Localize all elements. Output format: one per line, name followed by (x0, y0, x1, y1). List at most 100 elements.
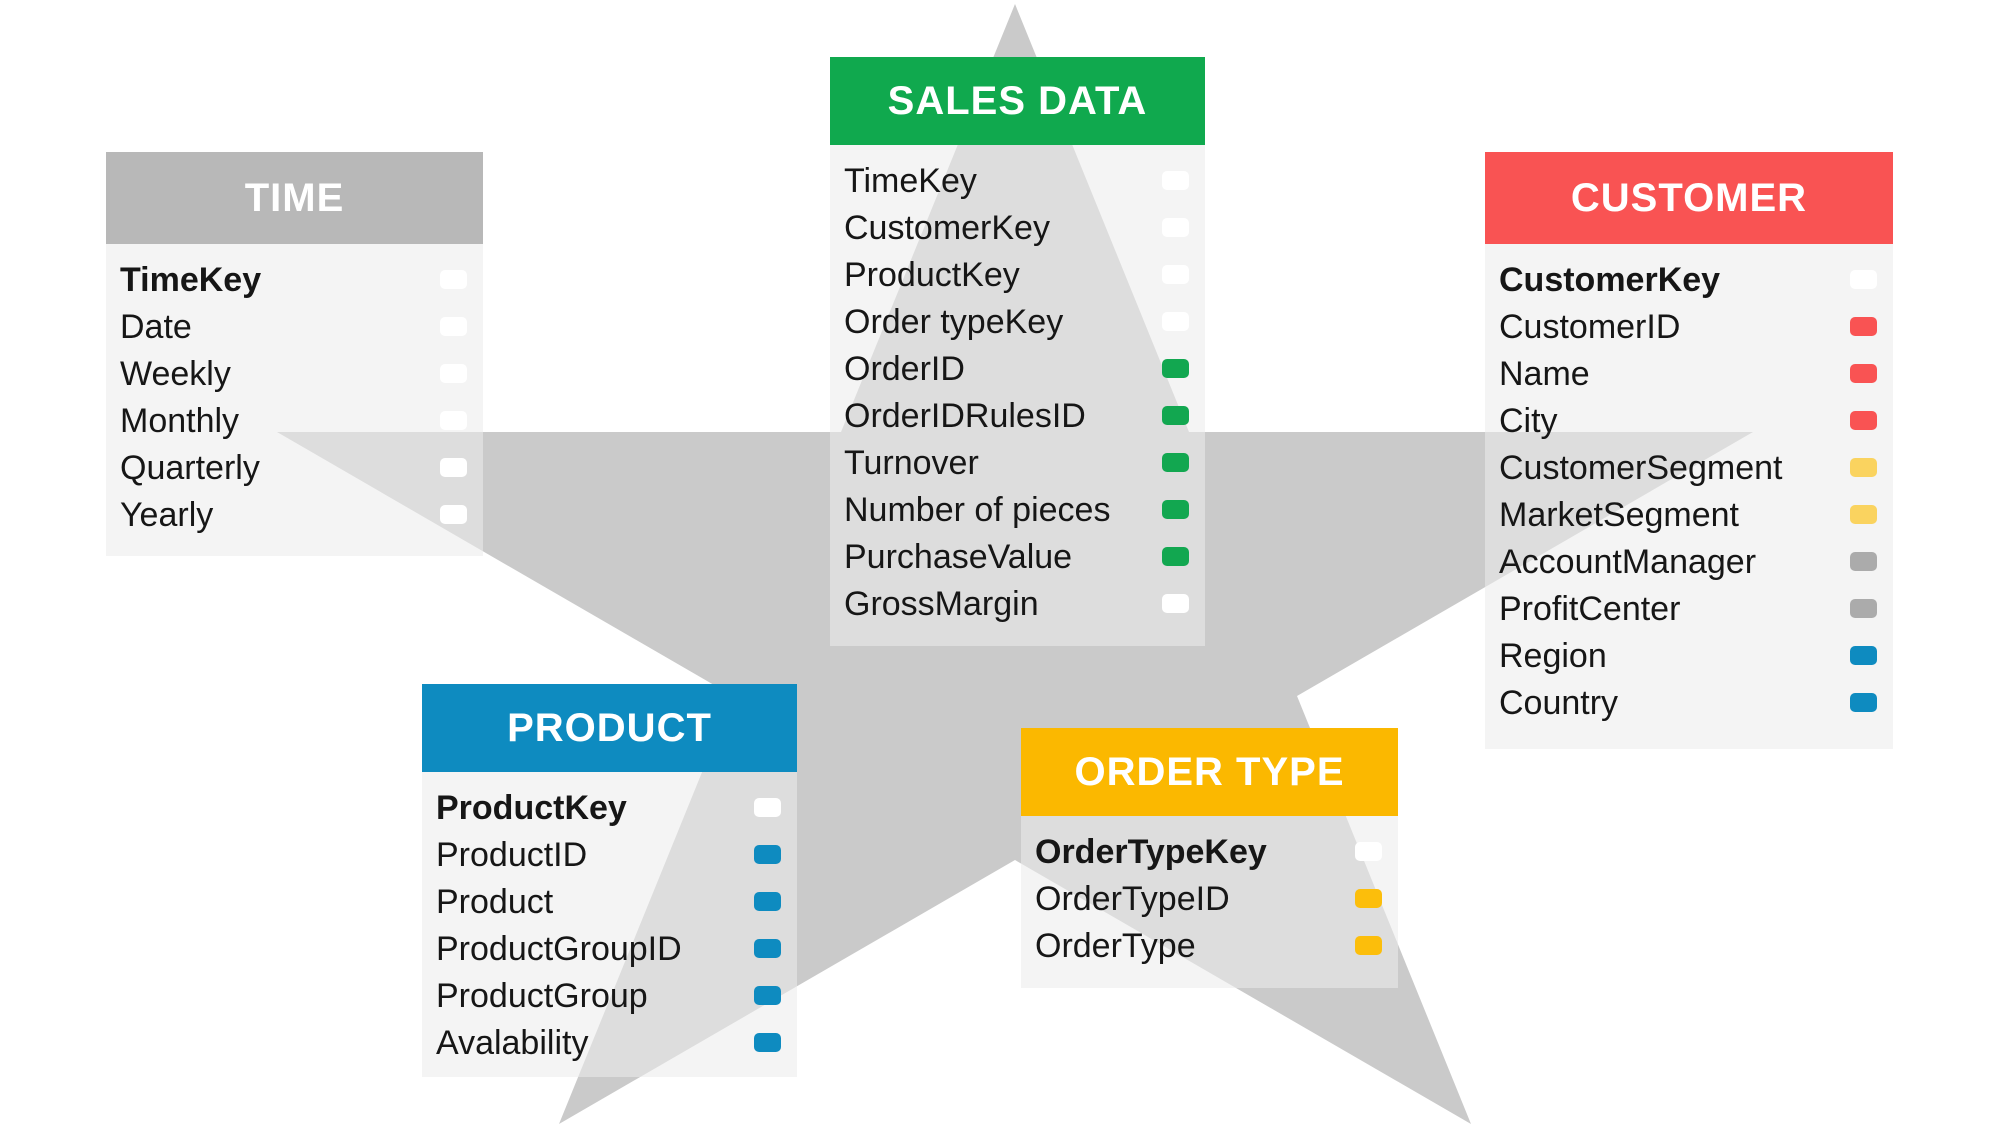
field-type-marker (1850, 270, 1877, 289)
field-type-marker (1162, 265, 1189, 284)
field-name: Order typeKey (844, 302, 1064, 341)
field-row: Turnover (830, 439, 1205, 486)
field-row: Weekly (106, 350, 483, 397)
field-type-marker (1355, 842, 1382, 861)
table-time-title: TIME (106, 152, 483, 244)
field-name: GrossMargin (844, 584, 1039, 623)
field-type-marker (1162, 218, 1189, 237)
field-type-marker (1850, 411, 1877, 430)
field-row: GrossMargin (830, 580, 1205, 627)
field-type-marker (1850, 552, 1877, 571)
field-row: Avalability (422, 1019, 797, 1066)
field-row: OrderType (1021, 922, 1398, 969)
field-name: OrderType (1035, 926, 1196, 965)
field-row: Number of pieces (830, 486, 1205, 533)
table-product-title: PRODUCT (422, 684, 797, 772)
field-row: OrderID (830, 345, 1205, 392)
field-name: TimeKey (120, 260, 262, 299)
field-name: ProductID (436, 835, 588, 874)
field-row: OrderTypeKey (1021, 828, 1398, 875)
field-row: Country (1485, 679, 1893, 726)
field-type-marker (1162, 359, 1189, 378)
field-name: ProductKey (436, 788, 627, 827)
field-row: MarketSegment (1485, 491, 1893, 538)
field-type-marker (440, 270, 467, 289)
field-name: ProductKey (844, 255, 1020, 294)
field-row: ProfitCenter (1485, 585, 1893, 632)
table-order-type-title: ORDER TYPE (1021, 728, 1398, 816)
field-name: Number of pieces (844, 490, 1111, 529)
field-type-marker (1850, 505, 1877, 524)
field-type-marker (1850, 364, 1877, 383)
field-name: Name (1499, 354, 1590, 393)
field-row: CustomerSegment (1485, 444, 1893, 491)
field-name: AccountManager (1499, 542, 1757, 581)
field-name: ProductGroupID (436, 929, 682, 968)
field-name: Product (436, 882, 554, 921)
field-type-marker (1162, 453, 1189, 472)
field-row: Date (106, 303, 483, 350)
field-type-marker (754, 986, 781, 1005)
field-row: OrderTypeID (1021, 875, 1398, 922)
field-type-marker (1355, 889, 1382, 908)
field-row: TimeKey (106, 256, 483, 303)
field-name: ProfitCenter (1499, 589, 1681, 628)
field-name: OrderID (844, 349, 965, 388)
field-name: CustomerKey (844, 208, 1050, 247)
field-name: OrderTypeID (1035, 879, 1230, 918)
field-row: ProductGroup (422, 972, 797, 1019)
field-type-marker (1850, 458, 1877, 477)
field-name: Region (1499, 636, 1607, 675)
table-sales-data-title: SALES DATA (830, 57, 1205, 145)
field-type-marker (440, 505, 467, 524)
field-row: ProductKey (422, 784, 797, 831)
field-type-marker (1162, 171, 1189, 190)
field-name: Avalability (436, 1023, 589, 1062)
field-type-marker (1162, 406, 1189, 425)
table-customer-title: CUSTOMER (1485, 152, 1893, 244)
field-type-marker (1162, 500, 1189, 519)
field-row: Yearly (106, 491, 483, 538)
field-type-marker (1850, 599, 1877, 618)
field-row: CustomerID (1485, 303, 1893, 350)
field-row: Monthly (106, 397, 483, 444)
field-name: MarketSegment (1499, 495, 1739, 534)
field-name: Yearly (120, 495, 214, 534)
field-row: CustomerKey (1485, 256, 1893, 303)
field-row: Product (422, 878, 797, 925)
field-row: ProductGroupID (422, 925, 797, 972)
field-type-marker (754, 1033, 781, 1052)
field-row: AccountManager (1485, 538, 1893, 585)
field-type-marker (1850, 693, 1877, 712)
field-row: ProductKey (830, 251, 1205, 298)
field-name: Country (1499, 683, 1619, 722)
field-type-marker (754, 845, 781, 864)
field-type-marker (754, 939, 781, 958)
field-type-marker (754, 798, 781, 817)
field-name: CustomerID (1499, 307, 1681, 346)
field-row: Name (1485, 350, 1893, 397)
field-type-marker (1162, 312, 1189, 331)
field-type-marker (440, 364, 467, 383)
field-name: TimeKey (844, 161, 977, 200)
field-row: City (1485, 397, 1893, 444)
field-name: City (1499, 401, 1558, 440)
field-name: OrderTypeKey (1035, 832, 1267, 871)
field-type-marker (1850, 646, 1877, 665)
field-row: CustomerKey (830, 204, 1205, 251)
field-row: Region (1485, 632, 1893, 679)
field-type-marker (440, 317, 467, 336)
field-name: Quarterly (120, 448, 260, 487)
field-row: TimeKey (830, 157, 1205, 204)
field-row: Quarterly (106, 444, 483, 491)
